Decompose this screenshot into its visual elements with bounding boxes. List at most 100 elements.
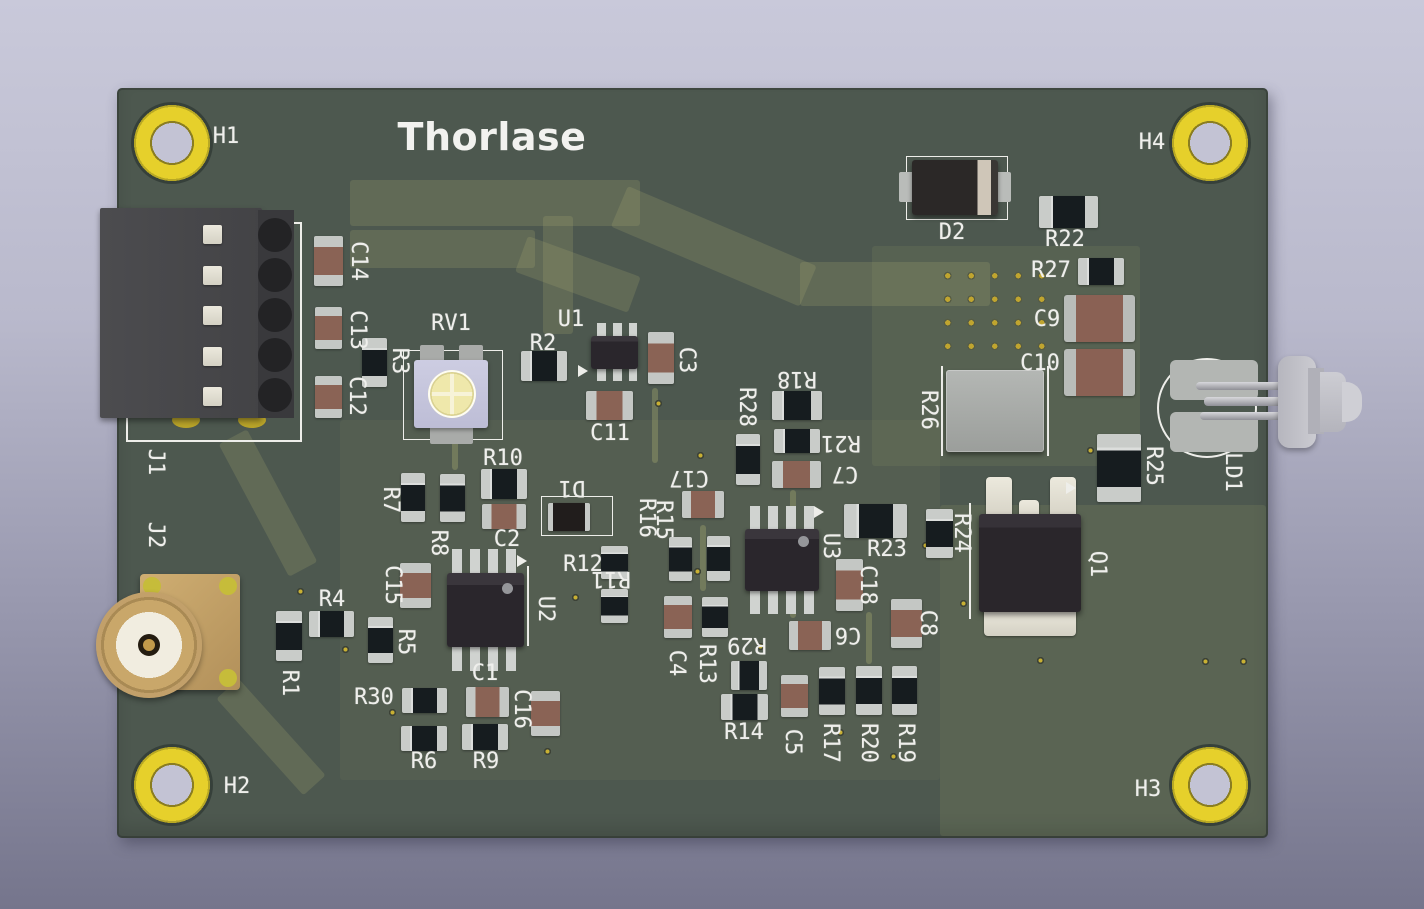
u3-pin1-dot (798, 536, 809, 547)
silkscreen-label-c15: C15 (380, 565, 405, 605)
j1-pin (203, 266, 222, 285)
copper-trace (452, 438, 458, 470)
via (696, 451, 705, 460)
q1-pin1-arrow-icon (1066, 482, 1082, 494)
via (836, 728, 845, 737)
silkscreen-label-r6: R6 (410, 749, 438, 774)
component-r28-resistor (736, 434, 760, 485)
silkscreen-label-c1: C1 (471, 661, 499, 686)
silkscreen-circle-ld1 (1157, 358, 1257, 458)
component-r4-resistor (309, 611, 354, 637)
via (889, 752, 898, 761)
component-r22-resistor (1039, 196, 1098, 228)
silkscreen-label-ld1: LD1 (1220, 452, 1245, 492)
silkscreen-label-r29: R29 (727, 632, 767, 657)
mounting-hole-h4 (1169, 102, 1251, 184)
board-logo: Thorlase (397, 115, 587, 159)
rv1-screw-slot (432, 392, 472, 396)
component-r23-resistor (844, 504, 907, 538)
component-r27-resistor (1078, 258, 1124, 285)
component-c14-capacitor (314, 236, 343, 286)
silkscreen-label-u2: U2 (533, 595, 558, 623)
via (1086, 446, 1095, 455)
component-c10-capacitor (1064, 349, 1135, 396)
component-c16-capacitor (531, 691, 560, 736)
j1-pin (203, 306, 222, 325)
component-r6-resistor (401, 726, 447, 751)
component-c12-capacitor (315, 376, 342, 418)
via (1036, 656, 1045, 665)
via (571, 593, 580, 602)
connector-j1-contact (258, 338, 292, 372)
silkscreen-label-r22: R22 (1045, 227, 1085, 252)
silkscreen-label-d2: D2 (938, 220, 966, 245)
component-c1-capacitor (466, 687, 509, 717)
component-c3-capacitor (648, 332, 674, 384)
component-c8-capacitor (891, 599, 922, 648)
component-r13-resistor (702, 597, 728, 637)
component-r21-resistor (774, 429, 820, 453)
silkscreen-label-u3: U3 (818, 532, 843, 560)
ld1-can-body (1320, 372, 1346, 432)
silkscreen-label-r15: R15 (651, 500, 676, 540)
silkscreen-label-c2: C2 (493, 527, 521, 552)
silkscreen-label-rv1: RV1 (431, 311, 471, 336)
silkscreen-label-r20: R20 (856, 723, 881, 763)
component-c18-capacitor (836, 559, 863, 611)
silkscreen-label-c12: C12 (344, 376, 369, 416)
silkscreen-label-c18: C18 (855, 565, 880, 605)
component-r11-resistor (601, 589, 628, 623)
silkscreen-label-r28: R28 (734, 387, 759, 427)
component-r29-resistor (731, 661, 767, 690)
copper-trace (700, 525, 706, 591)
silkscreen-label-r7: R7 (378, 486, 403, 514)
j2-post (219, 669, 237, 687)
component-c6-capacitor (789, 621, 831, 650)
silkscreen-label-c11: C11 (590, 421, 630, 446)
silkscreen-label-j1: J1 (143, 448, 168, 476)
silkscreen-label-r18: R18 (777, 366, 817, 391)
u3-pins (750, 589, 816, 614)
component-u2-ic (447, 573, 524, 647)
silkscreen-label-c10: C10 (1020, 351, 1060, 376)
silkscreen-line-r26 (941, 366, 943, 456)
component-r16-resistor (669, 537, 692, 581)
silkscreen-label-r2: R2 (529, 331, 557, 356)
q1-lead (986, 477, 1012, 521)
j2-post (143, 577, 161, 595)
component-c5-capacitor (781, 675, 808, 717)
component-r2-resistor (521, 351, 567, 381)
component-r30-resistor (402, 688, 447, 713)
via-grid (936, 264, 1054, 360)
silkscreen-label-c8: C8 (915, 609, 940, 637)
component-c13-capacitor (315, 307, 342, 349)
silkscreen-label-r11: R11 (591, 566, 631, 591)
silkscreen-label-r13: R13 (694, 644, 719, 684)
silkscreen-label-r14: R14 (724, 720, 764, 745)
component-c17-capacitor (682, 491, 724, 518)
u3-pins (750, 506, 816, 531)
silkscreen-label-c17: C17 (669, 465, 709, 490)
mounting-hole-h1 (131, 102, 213, 184)
copper-trace (350, 180, 640, 226)
mounting-hole-h3 (1169, 744, 1251, 826)
component-d1-diode (548, 503, 590, 531)
j1-pin (203, 387, 222, 406)
component-r12-resistor (601, 546, 628, 579)
component-r3-resistor (362, 338, 387, 387)
silkscreen-label-h2: H2 (223, 774, 251, 799)
silkscreen-outline-d1 (541, 496, 613, 536)
component-r17-resistor (819, 667, 845, 715)
ld1-can-dome (1342, 382, 1362, 422)
component-c9-capacitor (1064, 295, 1135, 342)
silkscreen-label-r19: R19 (893, 723, 918, 763)
silkscreen-label-r21: R21 (821, 430, 861, 455)
via (693, 567, 702, 576)
via (341, 645, 350, 654)
rv1-tab (430, 424, 473, 444)
u2-pins (452, 549, 520, 575)
silkscreen-label-j2: J2 (143, 521, 168, 549)
u2-pin1-dot (502, 583, 513, 594)
silkscreen-label-r8: R8 (426, 529, 451, 557)
